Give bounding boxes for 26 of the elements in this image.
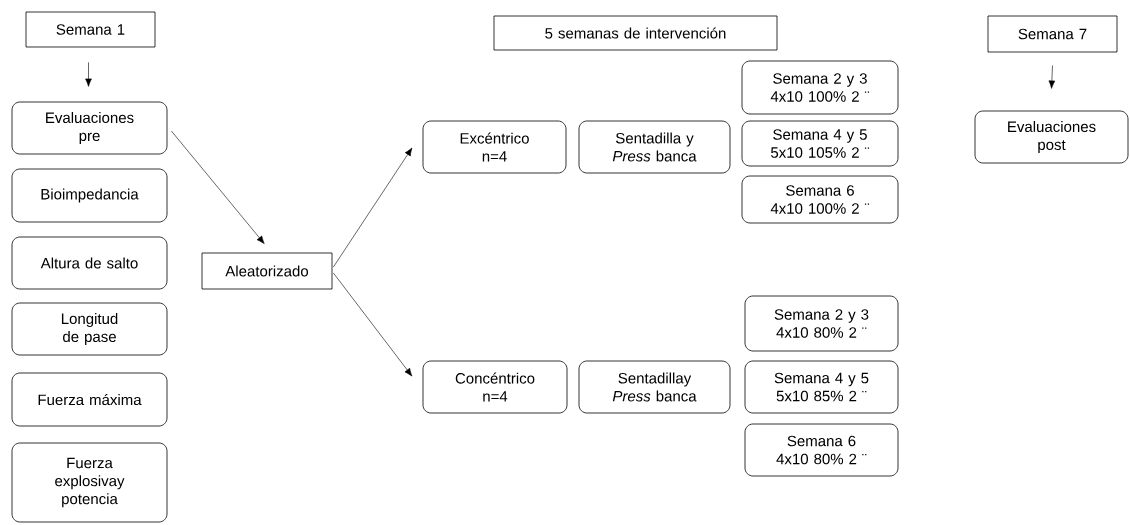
arrow <box>85 62 92 87</box>
process-box: Evaluaciones pre <box>11 101 168 155</box>
process-box: Sentadillay Press banca <box>578 360 731 414</box>
heading-box: Semana 1 <box>25 11 156 48</box>
arrow <box>333 272 413 377</box>
process-box: Longitud de pase <box>11 302 168 356</box>
process-box: Concéntrico n=4 <box>422 360 568 414</box>
process-box: Sentadilla y Press banca <box>578 120 731 174</box>
process-box: Fuerza máxima <box>11 372 168 427</box>
heading-box: Aleatorizado <box>201 252 333 290</box>
process-box: Semana 4 y 5 5x10 105% 2 ¨ <box>741 120 899 167</box>
process-box: Bioimpedancia <box>11 168 168 223</box>
process-box: Semana 2 y 3 4x10 80% 2 ¨ <box>744 295 899 352</box>
arrow <box>333 147 413 268</box>
process-box: Fuerza explosivay potencia <box>11 442 168 523</box>
process-box: Semana 4 y 5 5x10 85% 2 ¨ <box>744 360 899 414</box>
process-box: Excéntrico n=4 <box>422 120 567 174</box>
process-box: Semana 2 y 3 4x10 100% 2 ¨ <box>741 60 899 115</box>
process-box: Evaluaciones post <box>974 110 1129 164</box>
process-box: Altura de salto <box>11 236 168 290</box>
arrow <box>171 130 265 244</box>
heading-box: 5 semanas de intervención <box>493 15 778 51</box>
process-box: Semana 6 4x10 80% 2 ¨ <box>744 423 899 477</box>
arrow <box>1048 65 1056 89</box>
heading-box: Semana 7 <box>987 15 1118 53</box>
process-box: Semana 6 4x10 100% 2 ¨ <box>741 175 899 224</box>
